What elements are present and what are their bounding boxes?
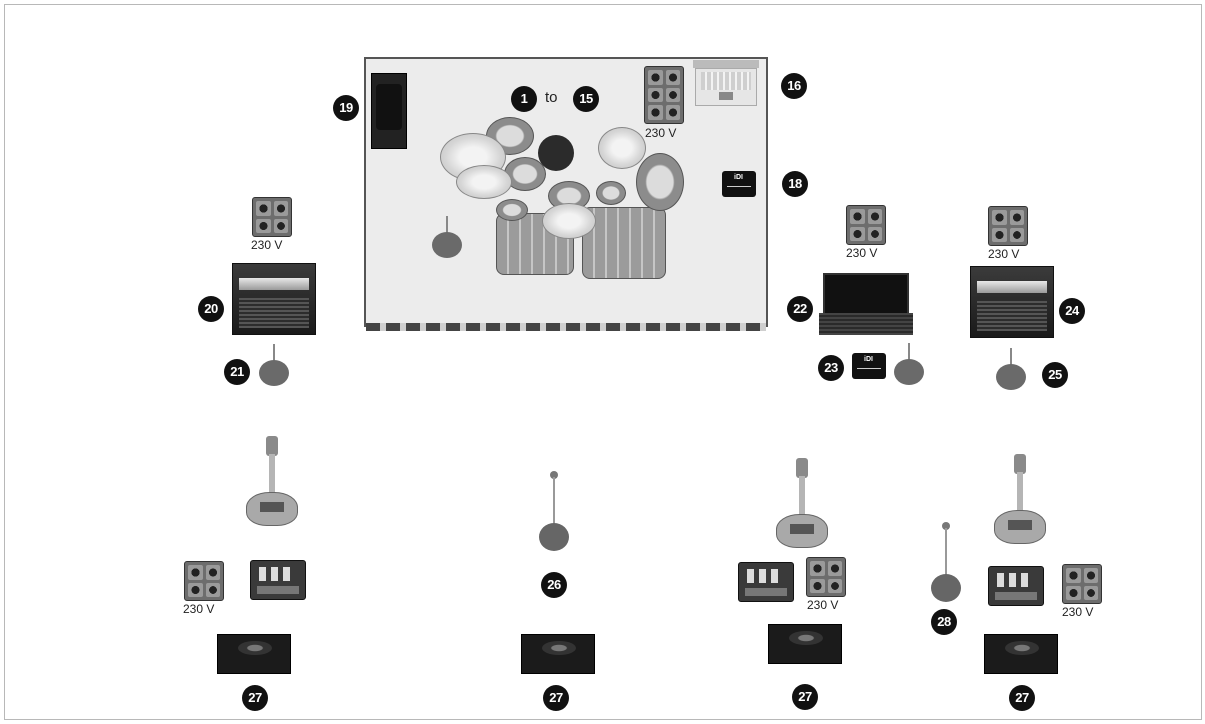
badge-28: 28: [931, 609, 957, 635]
badge-23: 23: [818, 355, 844, 381]
wedge-monitor-icon: [768, 624, 842, 664]
electric-guitar-icon: [240, 436, 304, 530]
speaker-cabinet-icon: [371, 73, 407, 149]
badge-27: 27: [543, 685, 569, 711]
power-outlet-icon: [252, 197, 292, 237]
floor-tom: [496, 199, 528, 221]
badge-24: 24: [1059, 298, 1085, 324]
di-box-icon: iDI: [722, 171, 756, 197]
bass-amp-icon: [819, 273, 913, 337]
range-to-label: to: [545, 89, 558, 106]
bass-drum-right: [582, 207, 666, 279]
badge-27: 27: [792, 684, 818, 710]
drum-throne: [538, 135, 574, 171]
power-outlet-icon: [644, 66, 684, 124]
wedge-monitor-icon: [521, 634, 595, 674]
guitar-amp-icon: [970, 266, 1054, 338]
power-outlet-icon: [806, 557, 846, 597]
badge-19: 19: [333, 95, 359, 121]
voltage-label-drums: 230 V: [645, 126, 677, 140]
laptop-icon: [693, 60, 759, 112]
badge-27: 27: [242, 685, 268, 711]
power-outlet-icon: [1062, 564, 1102, 604]
cymbal-icon: [456, 165, 512, 199]
badge-25: 25: [1042, 362, 1068, 388]
mic-stand-icon: [539, 471, 569, 551]
drum-riser-edge: [366, 323, 766, 331]
badge-16: 16: [781, 73, 807, 99]
guitar-amp-icon: [232, 263, 316, 335]
electric-guitar-icon: [988, 454, 1052, 548]
effects-pedalboard-icon: [738, 562, 794, 602]
rack-tom-3: [596, 181, 626, 205]
mic-stand-icon: [931, 522, 961, 602]
badge-22: 22: [787, 296, 813, 322]
gong-drum: [636, 153, 684, 211]
power-outlet-icon: [988, 206, 1028, 246]
cymbal-icon: [542, 203, 596, 239]
di-box-label: iDI: [864, 356, 873, 363]
mic-stand-icon: [996, 348, 1026, 390]
wedge-monitor-icon: [217, 634, 291, 674]
voltage-label-24: 230 V: [988, 247, 1020, 261]
di-box-icon: iDI: [852, 353, 886, 379]
badge-18: 18: [782, 171, 808, 197]
power-outlet-icon: [184, 561, 224, 601]
mic-stand-icon: [432, 216, 462, 258]
voltage-label-20: 230 V: [251, 238, 283, 252]
di-box-label: iDI: [734, 174, 743, 181]
voltage-label-col4: 230 V: [1062, 605, 1094, 619]
badge-27: 27: [1009, 685, 1035, 711]
badge-26: 26: [541, 572, 567, 598]
plot-frame: [4, 4, 1202, 720]
voltage-label-col1: 230 V: [183, 602, 215, 616]
badge-15: 15: [573, 86, 599, 112]
badge-1: 1: [511, 86, 537, 112]
drum-kit-icon: [440, 115, 686, 290]
mic-stand-icon: [894, 343, 924, 385]
power-outlet-icon: [846, 205, 886, 245]
mic-stand-icon: [259, 344, 289, 386]
bass-guitar-icon: [770, 458, 834, 552]
voltage-label-col3: 230 V: [807, 598, 839, 612]
badge-20: 20: [198, 296, 224, 322]
wedge-monitor-icon: [984, 634, 1058, 674]
effects-pedalboard-icon: [988, 566, 1044, 606]
voltage-label-22: 230 V: [846, 246, 878, 260]
effects-pedalboard-icon: [250, 560, 306, 600]
cymbal-icon: [598, 127, 646, 169]
badge-21: 21: [224, 359, 250, 385]
